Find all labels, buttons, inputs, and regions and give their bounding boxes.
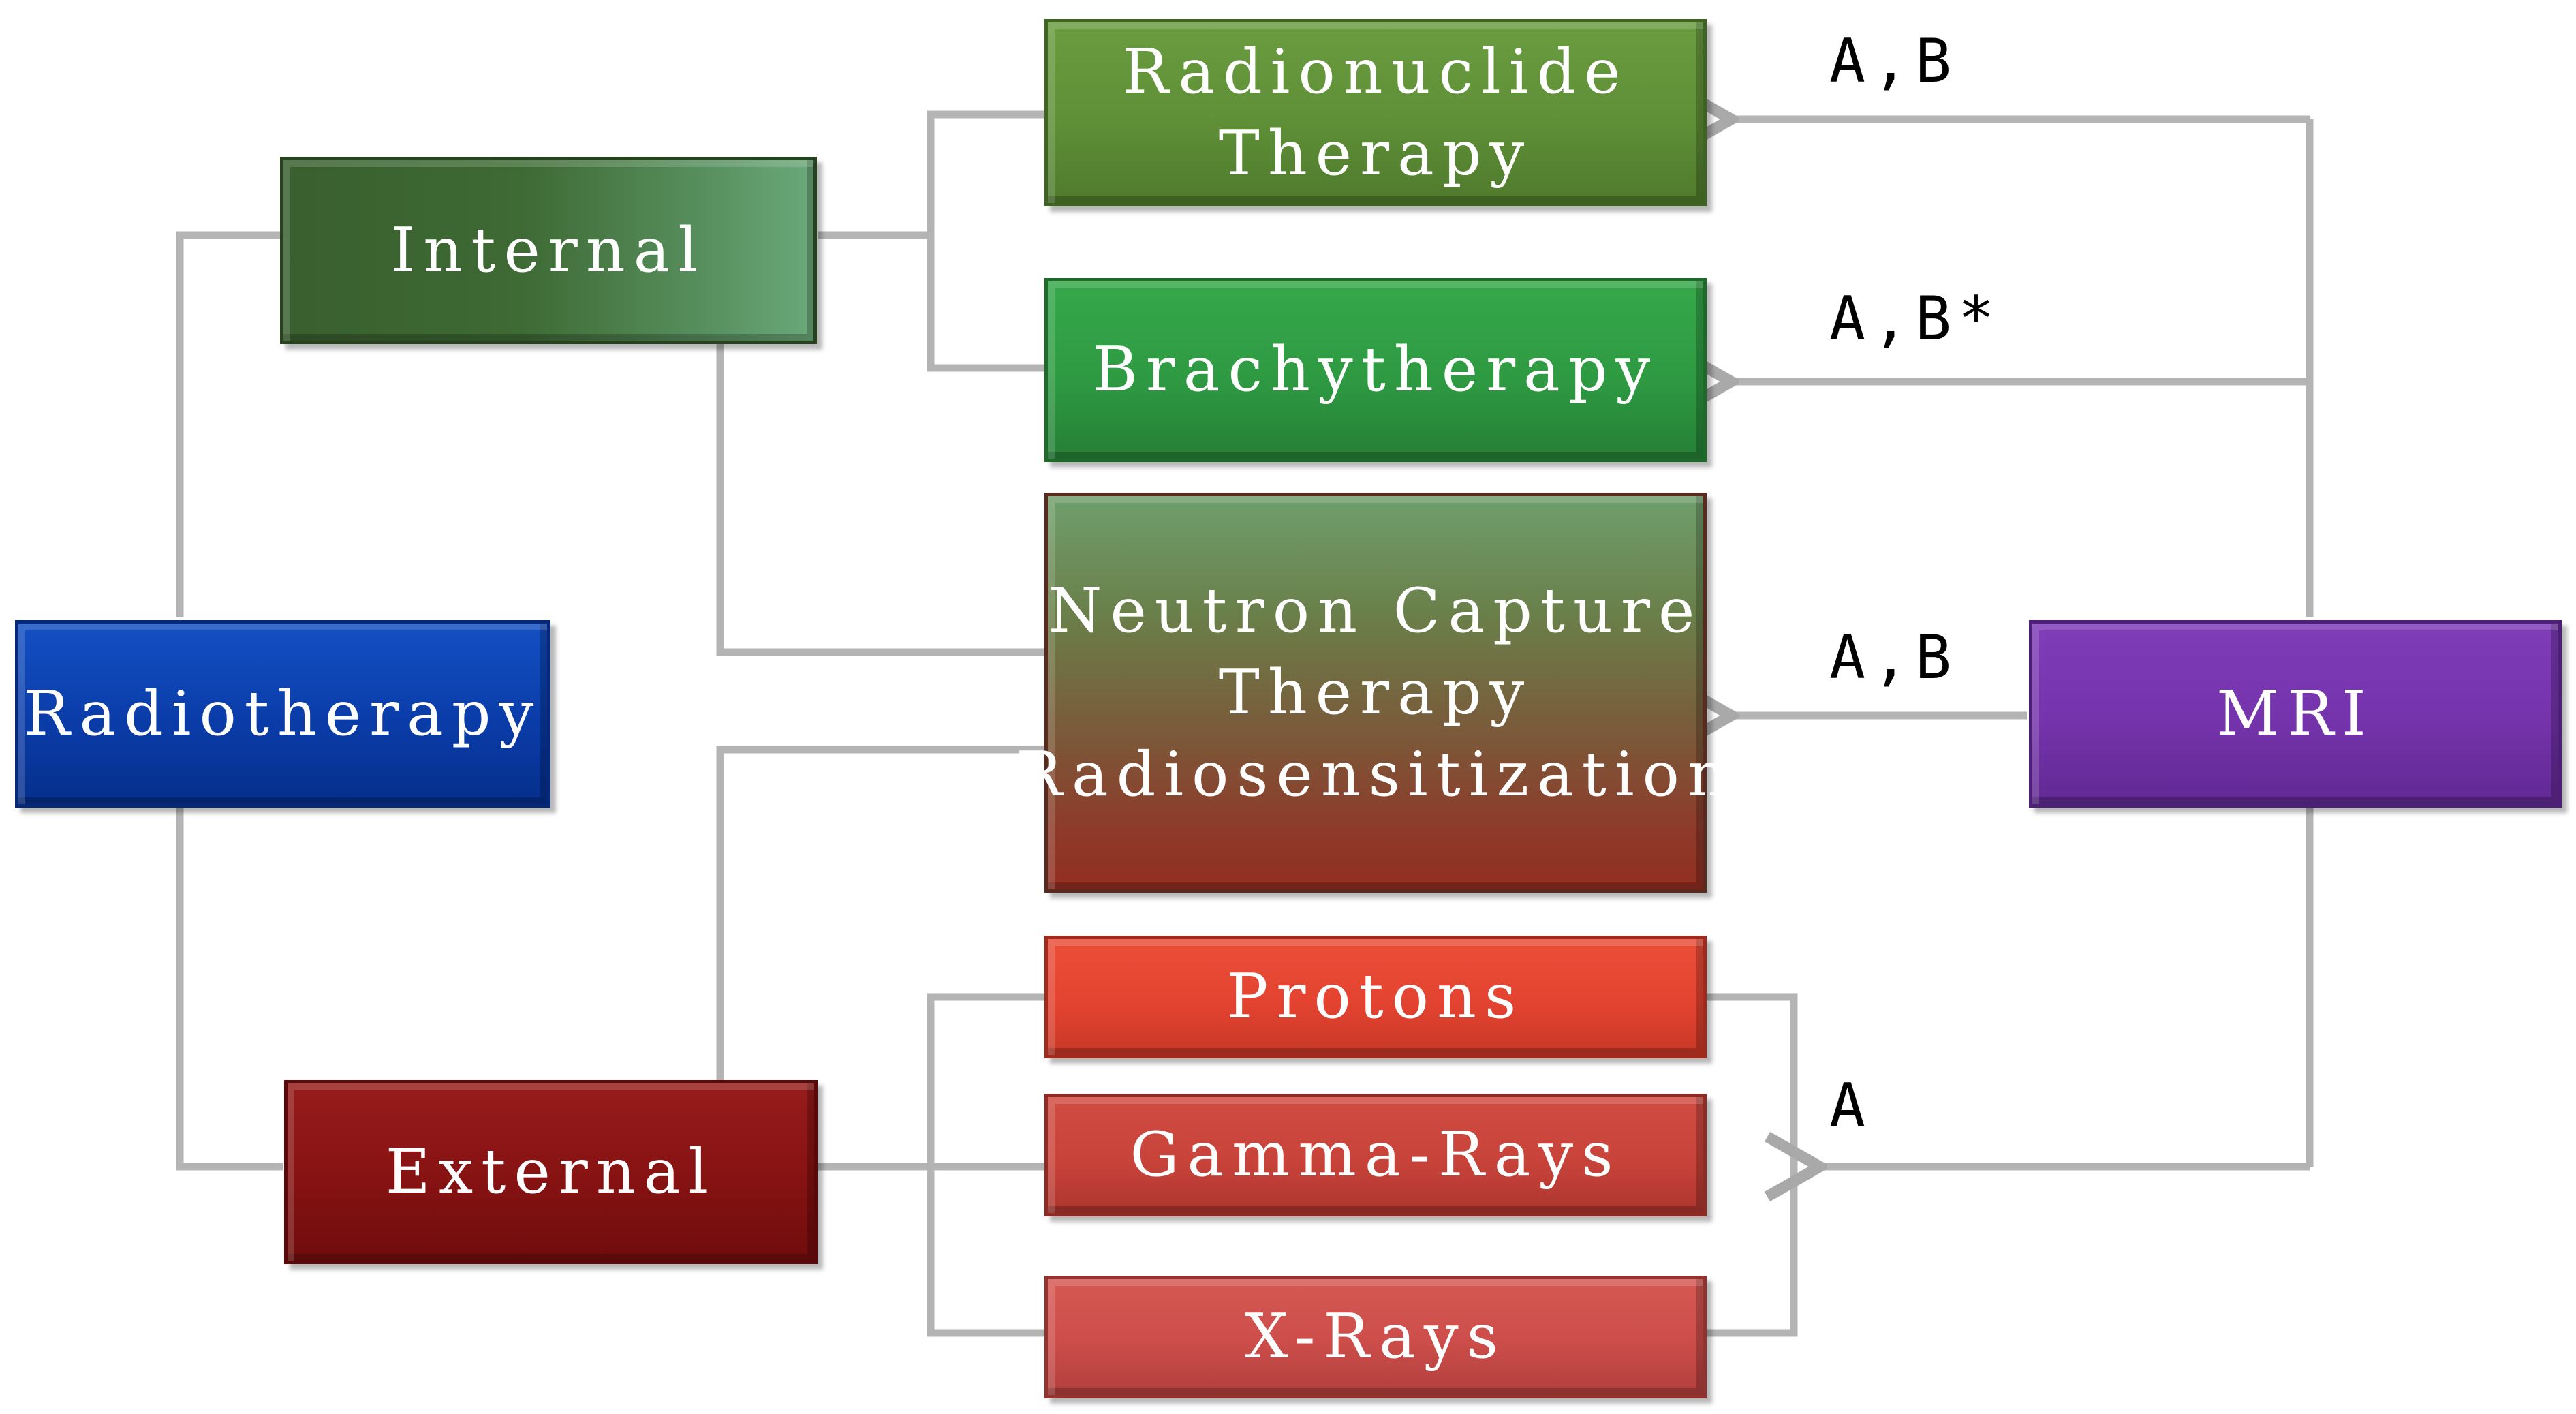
radionuclide-therapy-box: Radionuclide Therapy — [1044, 19, 1707, 206]
connector-external-bracket-right — [1707, 993, 1798, 1337]
nct-label-line1: Neutron Capture — [1048, 574, 1703, 647]
internal-box: Internal — [280, 157, 817, 344]
connector-internal-radionuclide — [927, 110, 1044, 372]
connector-radiotherapy-internal — [176, 231, 283, 617]
connector-radiotherapy-external — [176, 808, 283, 1171]
nct-label-line3: Radiosensitization — [1016, 738, 1735, 810]
external-label: External — [385, 1136, 717, 1208]
x-rays-label: X-Rays — [1245, 1301, 1506, 1372]
neutron-capture-therapy-box: Neutron Capture Therapy Radiosensitizati… — [1016, 493, 1727, 893]
connector-external-bracket-left — [927, 993, 1044, 1337]
radionuclide-label-line2: Therapy — [1218, 117, 1533, 189]
mri-box: MRI — [2029, 620, 2562, 808]
gamma-rays-label: Gamma-Rays — [1130, 1119, 1621, 1190]
x-rays-box: X-Rays — [1044, 1276, 1707, 1398]
protons-label: Protons — [1226, 961, 1525, 1032]
protons-box: Protons — [1044, 936, 1707, 1058]
brachytherapy-box: Brachytherapy — [1044, 278, 1707, 462]
connector-external-nct — [716, 746, 1044, 1080]
internal-label: Internal — [390, 214, 707, 286]
brachytherapy-label: Brachytherapy — [1092, 334, 1659, 405]
gamma-rays-box: Gamma-Rays — [1044, 1094, 1707, 1216]
radionuclide-label-line1: Radionuclide — [1122, 35, 1629, 108]
external-box: External — [284, 1080, 818, 1264]
connector-internal-nct — [716, 344, 1044, 656]
edge-label-nct: A,B — [1829, 622, 1958, 692]
radiotherapy-box: Radiotherapy — [15, 620, 550, 808]
edge-label-brachytherapy: A,B* — [1829, 283, 2001, 354]
edge-label-external: A — [1829, 1071, 1872, 1141]
edge-label-radionuclide: A,B — [1829, 26, 1958, 96]
nct-label-line2: Therapy — [1218, 656, 1533, 728]
mri-label: MRI — [2216, 677, 2374, 750]
radiotherapy-label: Radiotherapy — [23, 677, 542, 750]
